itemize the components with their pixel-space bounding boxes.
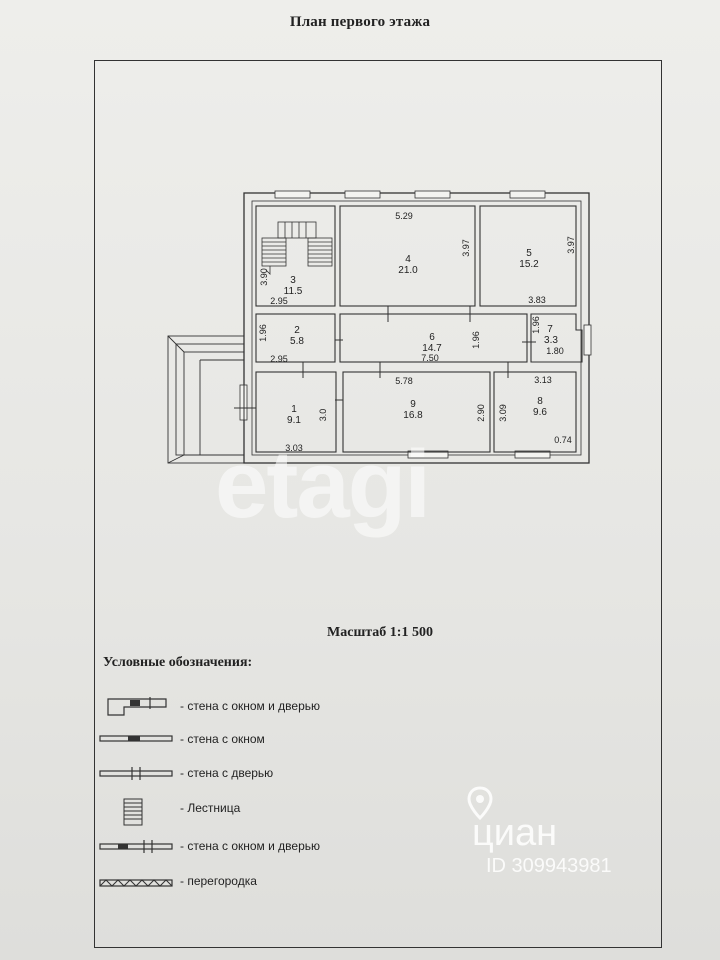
- scale-label: Масштаб 1:1 500: [327, 625, 433, 640]
- legend-label: - перегородка: [180, 874, 257, 888]
- wall-window-icon: [99, 735, 173, 742]
- stairs-icon: [123, 798, 143, 826]
- room-7-area: 3.3: [544, 335, 558, 346]
- dimension-label: 3.90: [259, 268, 269, 286]
- dimension-label: 3.0: [318, 409, 328, 422]
- legend-item-wall-door: - стена с дверью: [96, 762, 556, 786]
- location-pin-icon: [467, 786, 493, 820]
- legend-label: - Лестница: [180, 801, 241, 815]
- room-4-number: 4: [405, 254, 411, 265]
- room-3-number: 3: [290, 275, 296, 286]
- room-5-area: 15.2: [519, 259, 539, 270]
- cian-watermark: циан: [472, 812, 558, 854]
- dimension-label: 3.97: [566, 236, 576, 254]
- door-marks: [234, 306, 536, 409]
- dimension-label: 1.96: [258, 324, 268, 342]
- room-1-number: 1: [291, 404, 297, 415]
- legend-item-wall-window-door-2: - стена с окном и дверью: [96, 835, 556, 859]
- legend-label: - стена с окном и дверью: [180, 699, 321, 713]
- room-9-area: 16.8: [403, 410, 423, 421]
- dimension-label: 3.09: [498, 404, 508, 422]
- legend-title: Условные обозначения:: [103, 655, 253, 670]
- room-3-area: 11.5: [284, 286, 303, 297]
- dimension-label: 7.50: [421, 353, 439, 363]
- room-9-number: 9: [410, 399, 416, 410]
- room-8-number: 8: [537, 396, 543, 407]
- wall-door-icon: [99, 767, 173, 780]
- porch: [167, 335, 245, 464]
- dimension-label: 2.95: [270, 296, 288, 306]
- room-7-number: 7: [547, 324, 553, 335]
- dimension-label: 3.03: [285, 443, 303, 453]
- dimension-label: 3.83: [528, 295, 546, 305]
- legend-item-wall-window: - стена с окном: [96, 728, 556, 752]
- dimension-label: 2.90: [476, 404, 486, 422]
- dimension-label: 3.13: [534, 375, 552, 385]
- legend-label: - стена с окном и дверью: [180, 839, 321, 853]
- dimension-label: 2.95: [270, 354, 288, 364]
- stairs-icon: [261, 221, 333, 275]
- legend-label: - стена с окном: [180, 732, 265, 746]
- room-2-area: 5.8: [290, 336, 304, 347]
- page-title: План первого этажа: [289, 14, 431, 30]
- drawing-frame: [94, 60, 662, 948]
- legend-item-wall-window-door: - стена с окном и дверью: [96, 695, 556, 719]
- etagi-watermark: etagi: [215, 431, 431, 538]
- dimension-label: 5.78: [395, 376, 413, 386]
- cian-id-watermark: ID 309943981: [486, 855, 612, 877]
- legend-item-partition: - перегородка: [96, 870, 556, 894]
- room-2-number: 2: [294, 325, 300, 336]
- wall-window-door-icon: [99, 840, 173, 853]
- room-6-area: 14.7: [422, 343, 442, 354]
- legend-item-stairs: - Лестница: [96, 797, 556, 827]
- legend-label: - стена с дверью: [180, 766, 274, 780]
- room-6-number: 6: [429, 332, 435, 343]
- dimension-label: 1.96: [531, 316, 541, 334]
- dimension-label: 1.96: [471, 331, 481, 349]
- dimension-label: 3.97: [461, 239, 471, 257]
- room-walls: [255, 205, 583, 453]
- room-1-area: 9.1: [287, 415, 301, 426]
- room-4-area: 21.0: [398, 265, 418, 276]
- room-5-number: 5: [526, 248, 532, 259]
- dimension-label: 1.80: [546, 346, 564, 356]
- dimension-label: 0.74: [554, 435, 572, 445]
- room-8-area: 9.6: [533, 407, 547, 418]
- partition-icon: [99, 879, 173, 887]
- wall-window-door-icon: [107, 697, 167, 716]
- dimension-label: 5.29: [395, 211, 413, 221]
- window-marks: [239, 190, 592, 459]
